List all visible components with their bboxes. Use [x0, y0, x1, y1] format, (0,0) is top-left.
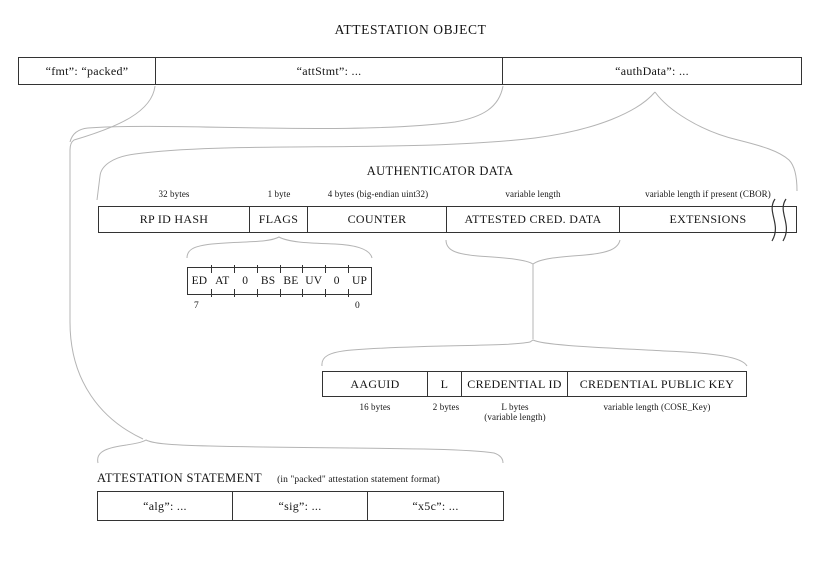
bit-bs: BS [260, 275, 276, 287]
size-label-credential-id: L bytes(variable length) [484, 402, 546, 422]
size-label-credential-public-key: variable length (COSE_Key) [603, 402, 711, 412]
size-label-extensions: variable length if present (CBOR) [645, 189, 771, 199]
aaguid-box: AAGUID [323, 372, 428, 396]
bit-number-lsb: 0 [355, 301, 360, 311]
attestation-object-row: “fmt”: “packed” “attStmt”: ... “authData… [18, 57, 802, 85]
diagram-title: ATTESTATION OBJECT [334, 22, 487, 37]
bit-tick [348, 289, 350, 297]
counter-box: COUNTER [308, 207, 447, 232]
bit-up: UP [352, 275, 368, 287]
bit-tick [348, 265, 350, 273]
credential-id-box: CREDENTIAL ID [462, 372, 568, 396]
attestation-statement-row: “alg”: ... “sig”: ... “x5c”: ... [97, 491, 504, 521]
attested-cred-data-box: ATTESTED CRED. DATA [447, 207, 620, 232]
alg-field: “alg”: ... [98, 492, 233, 520]
bit-uv: UV [305, 275, 323, 287]
bit-tick [279, 289, 281, 297]
bit-tick [325, 265, 327, 273]
bit-tick [302, 265, 304, 273]
authdata-brace-left-arm [96, 91, 656, 201]
size-label-flags: 1 byte [267, 189, 291, 199]
size-label-counter: 4 bytes (big-endian uint32) [327, 189, 429, 199]
bit-tick [210, 289, 212, 297]
attstmt-left-connector [69, 85, 156, 440]
attestation-statement-brace [97, 439, 504, 464]
bit-tick [233, 265, 235, 273]
bit-tick [210, 265, 212, 273]
attested-down-brace [445, 239, 621, 265]
rp-id-hash-box: RP ID HASH [99, 207, 250, 232]
authenticator-data-title: AUTHENTICATOR DATA [366, 164, 514, 178]
size-label-aaguid: 16 bytes [359, 402, 391, 412]
size-label-attested: variable length [505, 189, 561, 199]
bit-number-msb: 7 [194, 301, 199, 311]
extensions-box: EXTENSIONS [669, 212, 747, 226]
attstmt-right-connector [69, 85, 504, 143]
attestation-statement-title: ATTESTATION STATEMENT [97, 471, 263, 485]
sig-field: “sig”: ... [233, 492, 368, 520]
flags-box: FLAGS [250, 207, 308, 232]
authenticator-data-size-labels: 32 bytes 1 byte 4 bytes (big-endian uint… [98, 189, 797, 201]
authdata-field: “authData”: ... [615, 63, 689, 78]
aaguid-brace [321, 339, 748, 367]
bit-ed: ED [191, 275, 208, 287]
x5c-field: “x5c”: ... [412, 498, 459, 513]
size-label-rpidhash: 32 bytes [158, 189, 190, 199]
attested-cred-data-row: AAGUID L CREDENTIAL ID CREDENTIAL PUBLIC… [322, 371, 747, 397]
bit-tick [279, 265, 281, 273]
size-label-l: 2 bytes [432, 402, 460, 412]
bit-rfu1: 0 [242, 275, 249, 287]
authdata-brace-right-arm [654, 91, 798, 192]
flags-brace [186, 236, 373, 259]
authenticator-data-row: RP ID HASH FLAGS COUNTER ATTESTED CRED. … [98, 206, 797, 233]
bit-tick [256, 265, 258, 273]
bit-at: AT [215, 275, 230, 287]
credential-public-key-box: CREDENTIAL PUBLIC KEY [579, 376, 735, 391]
bit-tick [233, 289, 235, 297]
bit-be: BE [283, 275, 299, 287]
length-box: L [428, 372, 462, 396]
attestation-statement-subtitle: (in "packed" attestation statement forma… [277, 475, 440, 485]
bit-tick [256, 289, 258, 297]
attestation-statement-heading: ATTESTATION STATEMENT (in "packed" attest… [97, 471, 440, 486]
bit-tick [325, 289, 327, 297]
attstmt-field: “attStmt”: ... [156, 58, 503, 84]
fmt-field: “fmt”: “packed” [19, 58, 156, 84]
bit-rfu2: 0 [333, 275, 340, 287]
attested-cred-size-labels: 16 bytes 2 bytes L bytes(variable length… [322, 402, 747, 426]
bit-tick [302, 289, 304, 297]
flags-bits-box: ED AT 0 BS BE UV 0 UP [187, 265, 372, 297]
